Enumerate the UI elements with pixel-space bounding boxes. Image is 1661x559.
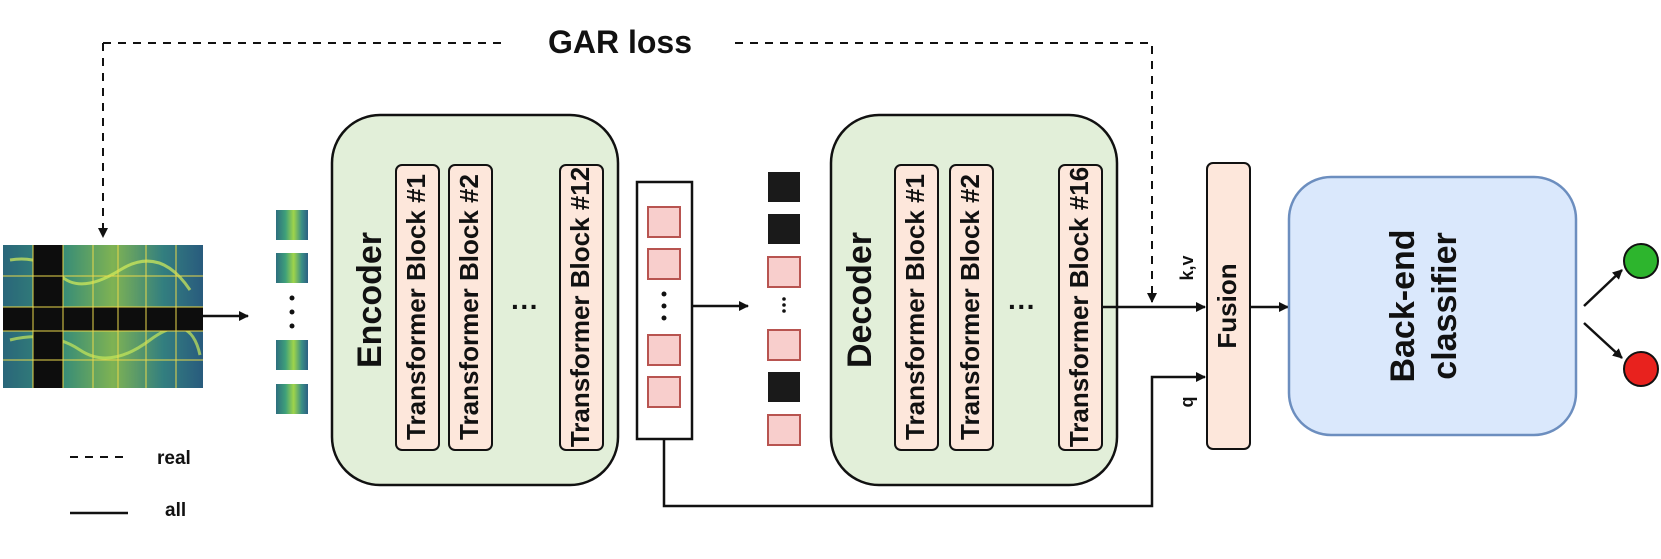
classifier-label-line2: classifier — [1426, 232, 1464, 379]
gar-loss-label: GAR loss — [548, 24, 692, 60]
encoder-block-2-label: Transformer Block #2 — [454, 174, 484, 440]
decoder-block-1 — [894, 164, 939, 451]
fusion-label: Fusion — [1212, 263, 1242, 348]
decoder-block-2 — [949, 164, 994, 451]
classifier-box — [1287, 175, 1578, 437]
output-arrow-up — [1583, 269, 1623, 307]
output-fake-dot — [1623, 351, 1659, 387]
decoder-title: Decoder — [841, 232, 879, 368]
encoder-block-1 — [395, 164, 440, 451]
encoder-ellipsis: ··· — [511, 291, 539, 322]
encoder-block-12 — [559, 164, 604, 451]
decoder-block-1-label: Transformer Block #1 — [900, 174, 930, 440]
spectrogram-image — [3, 245, 203, 388]
legend-dashed-label: real — [157, 448, 191, 469]
q-path — [662, 372, 1206, 508]
decoder-input-tokens — [767, 172, 801, 446]
encoder-title: Encoder — [351, 232, 389, 368]
legend-solid-label: all — [165, 500, 186, 521]
spectrogram-patch-icons — [276, 210, 308, 414]
output-arrow-down — [1583, 322, 1623, 359]
output-real-dot — [1623, 243, 1659, 279]
classifier-label-line1: Back-end — [1384, 229, 1422, 382]
decoder-block-16-label: Transformer Block #16 — [1064, 167, 1094, 447]
q-label: q — [1177, 397, 1197, 408]
decoder-block-2-label: Transformer Block #2 — [955, 174, 985, 440]
decoder-ellipsis: ··· — [1008, 291, 1036, 322]
gar-loss-path — [98, 42, 1157, 303]
encoder-block-2 — [448, 164, 493, 451]
encoder-block-12-label: Transformer Block #12 — [565, 167, 595, 447]
latent-tokens — [647, 206, 681, 408]
kv-label: k,v — [1177, 255, 1197, 280]
encoder-block-1-label: Transformer Block #1 — [401, 174, 431, 440]
